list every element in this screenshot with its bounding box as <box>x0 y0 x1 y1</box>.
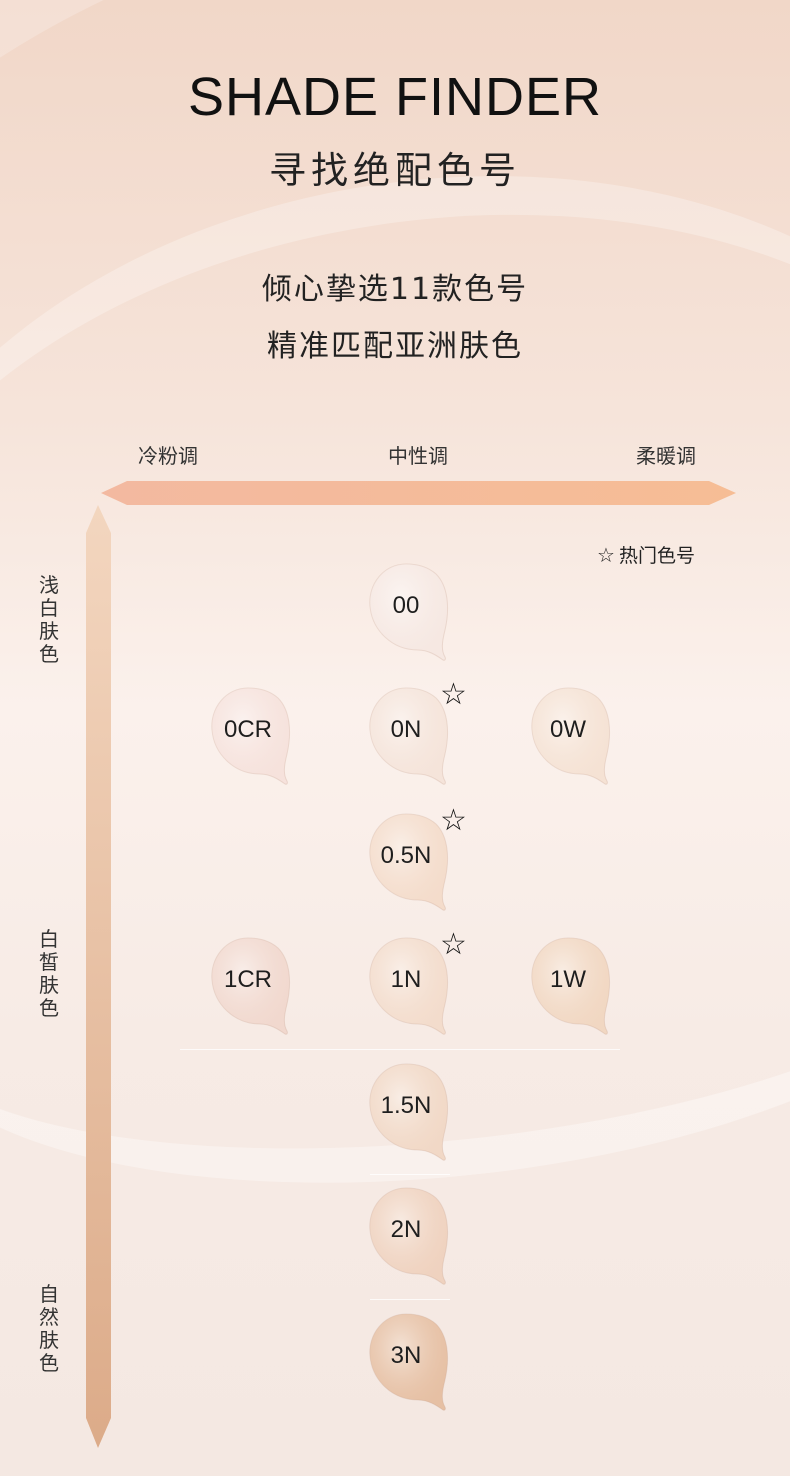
row-divider <box>180 1049 620 1050</box>
foundation-drop-icon <box>369 813 449 911</box>
shade-label: 3N <box>390 1342 422 1369</box>
foundation-drop-icon <box>531 937 611 1035</box>
foundation-drop-icon <box>369 937 449 1035</box>
depth-axis-arrow <box>86 505 111 1448</box>
shade-swatch[interactable]: 0CR <box>208 684 304 796</box>
legend-label: 热门色号 <box>618 545 695 567</box>
shade-swatch[interactable]: 1.5N <box>366 1060 462 1172</box>
shade-label: 0CR <box>223 716 272 743</box>
shade-swatch[interactable]: 0.5N <box>366 810 462 922</box>
undertone-neutral-label: 中性调 <box>388 444 448 468</box>
foundation-drop-icon <box>531 687 611 785</box>
subtitle-shade-count: 倾心挚选11款色号 <box>261 272 529 307</box>
shade-label: 0.5N <box>380 842 432 869</box>
shade-label: 2N <box>390 1216 422 1243</box>
shade-swatch[interactable]: 1CR <box>208 934 304 1046</box>
shade-swatch[interactable]: 00 <box>366 560 462 672</box>
subtitle-asian-match: 精准匹配亚洲肤色 <box>267 329 523 364</box>
page-title: SHADE FINDER <box>187 67 603 127</box>
depth-natural-label: 自然肤色 <box>39 1282 59 1375</box>
shade-swatch[interactable]: 3N <box>366 1310 462 1422</box>
foundation-drop-icon <box>369 1187 449 1285</box>
star-icon: ☆ <box>597 543 615 567</box>
undertone-warm-label: 柔暖调 <box>636 444 696 468</box>
hot-shade-legend: ☆热门色号 <box>597 541 695 568</box>
depth-fair-label: 白皙肤色 <box>39 927 59 1020</box>
shade-label: 1CR <box>223 966 272 993</box>
shade-swatch[interactable]: 1N <box>366 934 462 1046</box>
hot-star-icon: ☆ <box>440 927 467 962</box>
hot-star-icon: ☆ <box>440 677 467 712</box>
foundation-drop-icon <box>369 687 449 785</box>
undertone-axis-arrow <box>101 481 736 505</box>
foundation-drop-icon <box>369 1313 449 1411</box>
page-title-cn: 寻找绝配色号 <box>269 149 521 192</box>
shade-label: 1.5N <box>380 1092 432 1119</box>
depth-light-label: 浅白肤色 <box>39 573 59 666</box>
shade-swatch[interactable]: 0N <box>366 684 462 796</box>
foundation-drop-icon <box>369 1063 449 1161</box>
foundation-drop-icon <box>211 687 291 785</box>
foundation-drop-icon <box>211 937 291 1035</box>
shade-swatch[interactable]: 0W <box>528 684 624 796</box>
row-divider <box>370 1299 450 1300</box>
row-divider <box>370 1174 450 1175</box>
shade-swatch[interactable]: 2N <box>366 1184 462 1296</box>
hot-star-icon: ☆ <box>440 803 467 838</box>
foundation-drop-icon <box>369 563 449 661</box>
shade-label: 0W <box>550 716 586 743</box>
shade-swatch[interactable]: 1W <box>528 934 624 1046</box>
shade-label: 1N <box>390 966 422 993</box>
shade-label: 1W <box>550 966 586 993</box>
shade-label: 0N <box>390 716 422 743</box>
undertone-cool-label: 冷粉调 <box>138 444 198 468</box>
shade-label: 00 <box>392 592 420 619</box>
